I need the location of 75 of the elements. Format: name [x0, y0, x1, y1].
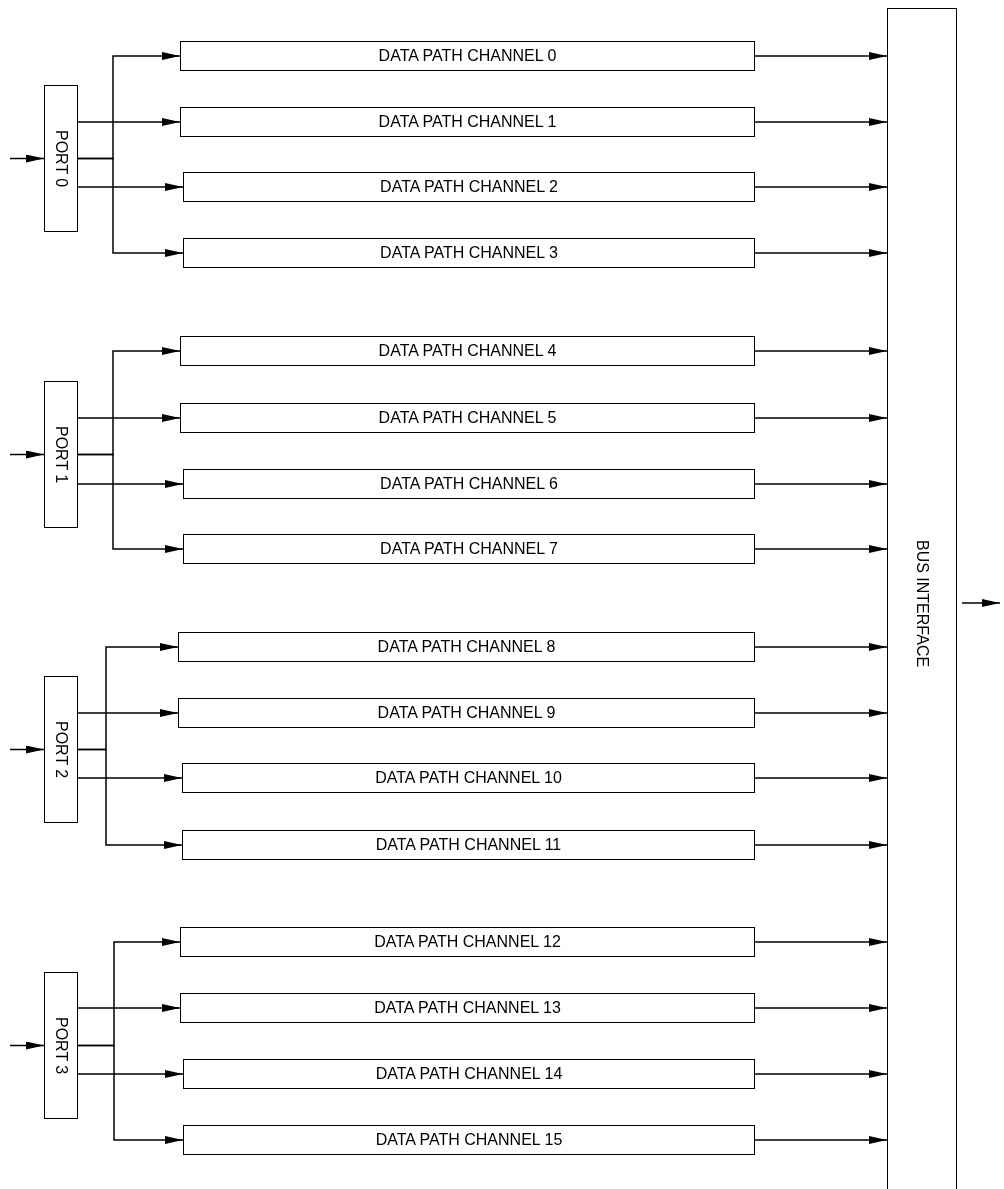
- arrow: [754, 480, 888, 488]
- bus-interface-block: [887, 8, 957, 1189]
- arrow: [754, 183, 888, 191]
- node-label: DATA PATH CHANNEL 11: [375, 836, 562, 854]
- channel-box: [183, 172, 755, 202]
- port-box: [44, 676, 78, 823]
- port-box: [44, 85, 78, 232]
- port-box: [44, 972, 78, 1119]
- channel-box: [183, 1125, 755, 1155]
- arrow: [77, 453, 184, 553]
- arrow: [754, 774, 888, 782]
- channel-box: [180, 927, 755, 957]
- node-label: DATA PATH CHANNEL 10: [375, 769, 562, 787]
- arrow: [754, 1004, 888, 1012]
- arrow: [754, 709, 888, 717]
- node-label: DATA PATH CHANNEL 1: [378, 113, 557, 131]
- arrow: [754, 841, 888, 849]
- arrow: [754, 249, 888, 257]
- channel-box: [180, 41, 755, 71]
- channel-box: [183, 534, 755, 564]
- node-label: DATA PATH CHANNEL 15: [375, 1131, 563, 1149]
- channel-box: [180, 336, 755, 366]
- arrow: [77, 1070, 184, 1078]
- arrow: [77, 480, 184, 488]
- arrow: [77, 748, 183, 849]
- arrow: [754, 347, 888, 355]
- port-box: [44, 381, 78, 528]
- arrow: [754, 118, 888, 126]
- node-label: PORT 0: [52, 129, 70, 188]
- arrow: [9, 745, 45, 754]
- node-label: PORT 2: [52, 720, 70, 779]
- node-label: DATA PATH CHANNEL 2: [380, 178, 558, 196]
- arrow: [9, 154, 45, 163]
- channel-box: [180, 993, 755, 1023]
- node-label: PORT 1: [52, 425, 70, 484]
- channel-box: [182, 763, 755, 793]
- node-label: DATA PATH CHANNEL 14: [375, 1065, 563, 1083]
- node-label: DATA PATH CHANNEL 0: [378, 47, 557, 65]
- arrow: [754, 938, 888, 946]
- node-label: DATA PATH CHANNEL 13: [374, 999, 561, 1017]
- node-label: DATA PATH CHANNEL 6: [380, 475, 558, 493]
- arrow: [77, 774, 183, 782]
- arrow: [754, 1070, 888, 1078]
- node-label: DATA PATH CHANNEL 5: [378, 409, 557, 427]
- arrow: [754, 643, 888, 651]
- arrow: [9, 450, 45, 459]
- arrow: [77, 414, 181, 422]
- channel-box: [183, 469, 755, 499]
- arrow: [77, 1044, 184, 1144]
- node-label: DATA PATH CHANNEL 8: [377, 638, 556, 656]
- channel-box: [182, 830, 755, 860]
- channel-box: [178, 698, 755, 728]
- arrow: [754, 1136, 888, 1144]
- arrow: [77, 709, 179, 717]
- node-label: DATA PATH CHANNEL 4: [378, 342, 557, 360]
- arrow: [77, 157, 184, 257]
- node-label: DATA PATH CHANNEL 12: [374, 933, 561, 951]
- node-label: DATA PATH CHANNEL 9: [377, 704, 556, 722]
- arrow: [754, 545, 888, 553]
- node-label: DATA PATH CHANNEL 3: [380, 244, 558, 262]
- channel-box: [178, 632, 755, 662]
- node-label: BUS INTERFACE: [913, 539, 931, 668]
- node-label: PORT 3: [52, 1016, 70, 1075]
- channel-box: [183, 238, 755, 268]
- arrow: [754, 414, 888, 422]
- channel-box: [180, 107, 755, 137]
- arrow: [961, 599, 1001, 607]
- arrow: [77, 118, 181, 126]
- arrow: [77, 1004, 181, 1012]
- channel-box: [183, 1059, 755, 1089]
- arrow: [77, 183, 184, 191]
- arrow: [9, 1041, 45, 1050]
- node-label: DATA PATH CHANNEL 7: [380, 540, 558, 558]
- channel-box: [180, 403, 755, 433]
- arrow: [754, 52, 888, 60]
